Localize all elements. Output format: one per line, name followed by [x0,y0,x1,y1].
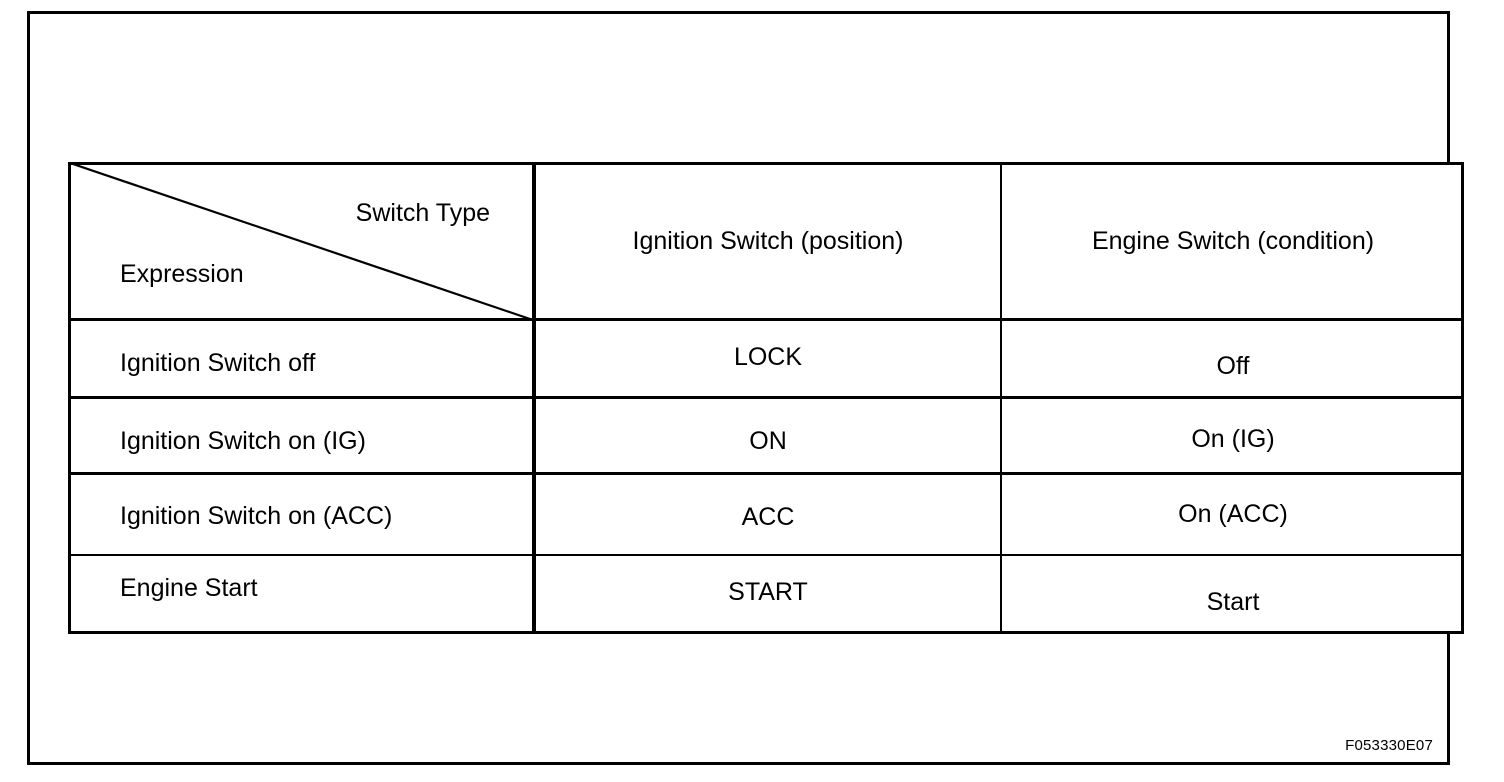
switch-type-expression-table: Switch Type Expression Ignition Switch (… [68,162,1464,634]
column-header-ignition-switch-position: Ignition Switch (position) [632,227,904,255]
row-divider-4 [68,554,1464,556]
table-row: ACC [741,503,795,531]
header-label-expression: Expression [120,260,244,288]
table-row: Start [1206,588,1260,616]
table-row: On (ACC) [1178,500,1288,528]
table-row: LOCK [733,343,803,371]
diagonal-split-line [69,162,534,321]
table-row: Engine Start [120,574,258,602]
table-row: START [728,578,808,606]
table-row: Off [1216,352,1250,380]
header-label-switch-type: Switch Type [355,199,490,227]
table-row: Ignition Switch off [120,349,316,377]
column-header-engine-switch-condition: Engine Switch (condition) [1091,227,1375,255]
row-divider-2 [68,396,1464,399]
table-row: Ignition Switch on (IG) [120,427,366,455]
row-divider-1 [68,318,1464,321]
table-header-corner-cell: Switch Type Expression [68,162,534,321]
table-row: On (IG) [1191,425,1275,453]
table-row: ON [749,427,787,455]
figure-frame: Switch Type Expression Ignition Switch (… [27,11,1464,765]
row-divider-3 [68,472,1464,475]
figure-code-label: F053330E07 [1345,737,1433,754]
table-row: Ignition Switch on (ACC) [120,502,393,530]
